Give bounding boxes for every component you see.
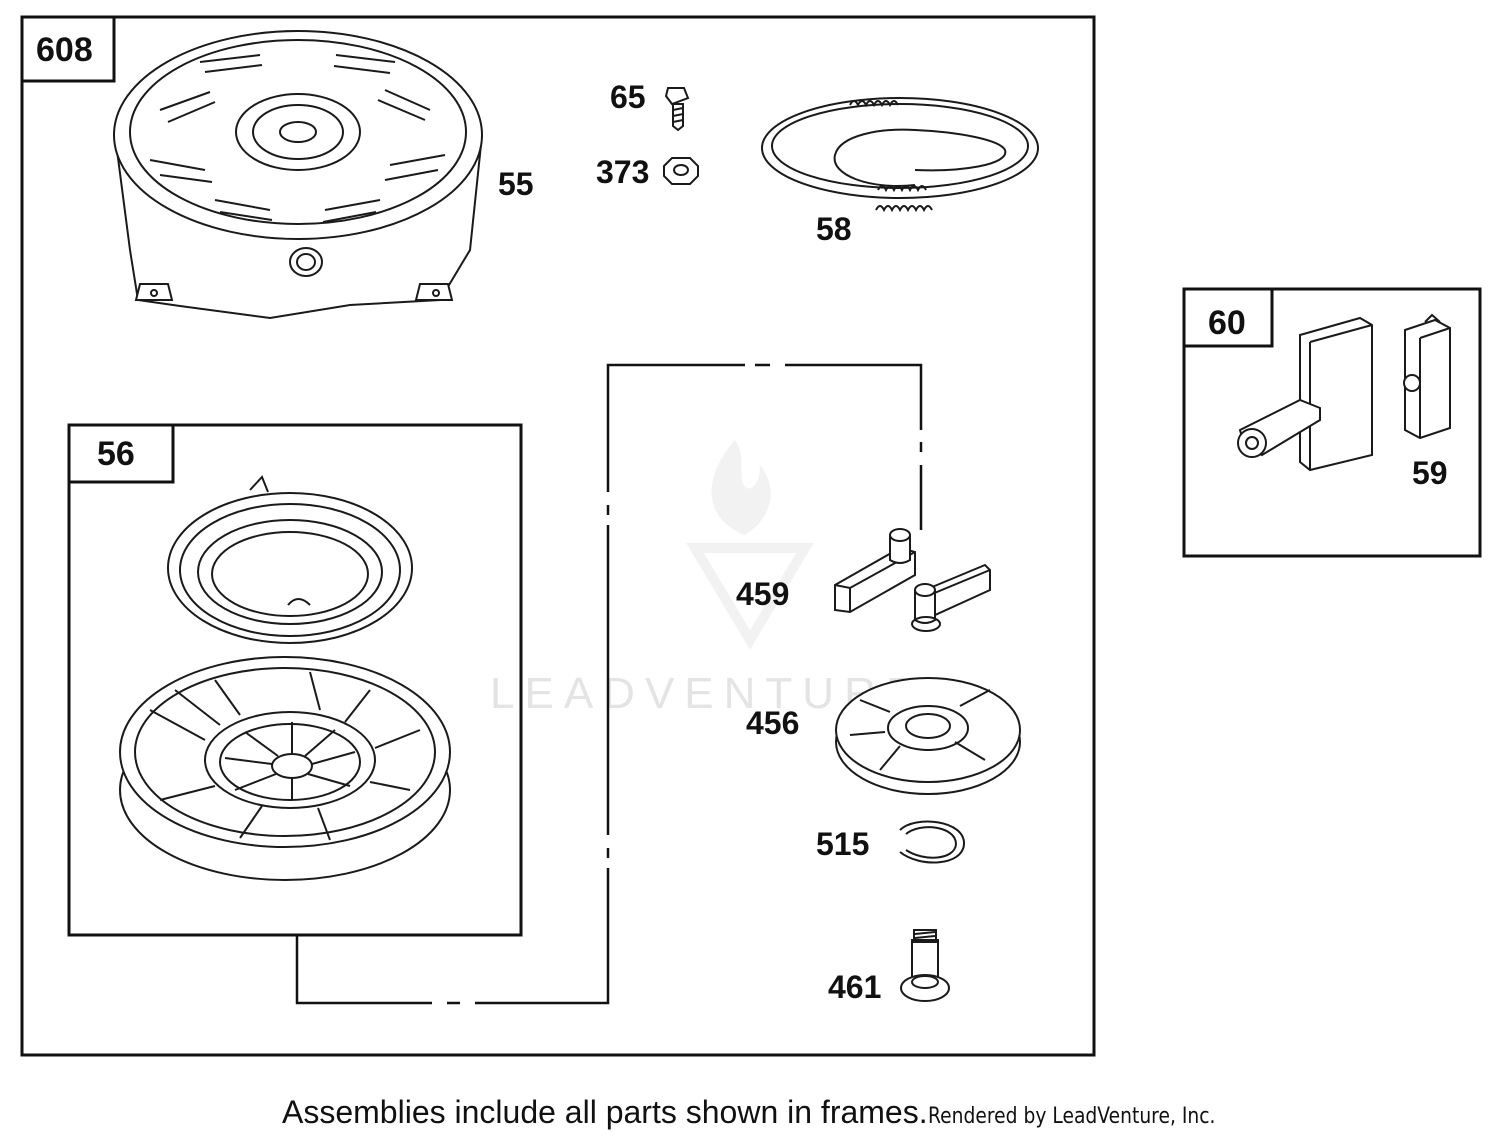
frame-60 (1182, 287, 1482, 558)
part-65-screw-drawing (664, 87, 690, 132)
watermark-logo (686, 440, 814, 650)
part-60-handle-drawing (1237, 316, 1373, 472)
frame-60-tag (1182, 287, 1274, 348)
footer-note: Assemblies include all parts shown in fr… (282, 1094, 928, 1130)
part-515-label: 515 (816, 826, 869, 862)
frame-56 (67, 423, 523, 937)
part-59-label: 59 (1412, 455, 1448, 491)
part-461-label: 461 (828, 969, 881, 1005)
frame-60-number: 60 (1208, 304, 1246, 342)
part-373-label: 373 (596, 154, 649, 190)
part-59-insert-drawing (1403, 313, 1451, 440)
part-58-rope-drawing (761, 97, 1039, 213)
part-65-label: 65 (610, 79, 646, 115)
part-515-ring-drawing (899, 820, 966, 864)
part-456-retainer-drawing (835, 677, 1021, 795)
frame-56-number: 56 (97, 435, 135, 473)
part-55-housing-drawing (113, 30, 483, 320)
frame-608 (20, 15, 1096, 1057)
part-459-dogs-drawing (834, 528, 991, 632)
part-55-label: 55 (498, 166, 534, 202)
part-373-nut-drawing (663, 157, 699, 185)
footer-credit: Rendered by LeadVenture, Inc. (927, 1104, 1216, 1129)
part-459-label: 459 (736, 576, 789, 612)
frame-608-number: 608 (36, 31, 93, 69)
part-58-label: 58 (816, 211, 852, 247)
part-56-spring-drawing (167, 475, 413, 644)
footer: Assemblies include all parts shown in fr… (282, 1094, 1266, 1131)
assembly-leader-lines (295, 363, 923, 1005)
frame-608-tag (20, 15, 116, 83)
part-456-label: 456 (746, 705, 799, 741)
frame-56-tag (67, 423, 175, 484)
part-56-pulley-drawing (119, 656, 451, 881)
part-461-screw-drawing (900, 929, 950, 1002)
